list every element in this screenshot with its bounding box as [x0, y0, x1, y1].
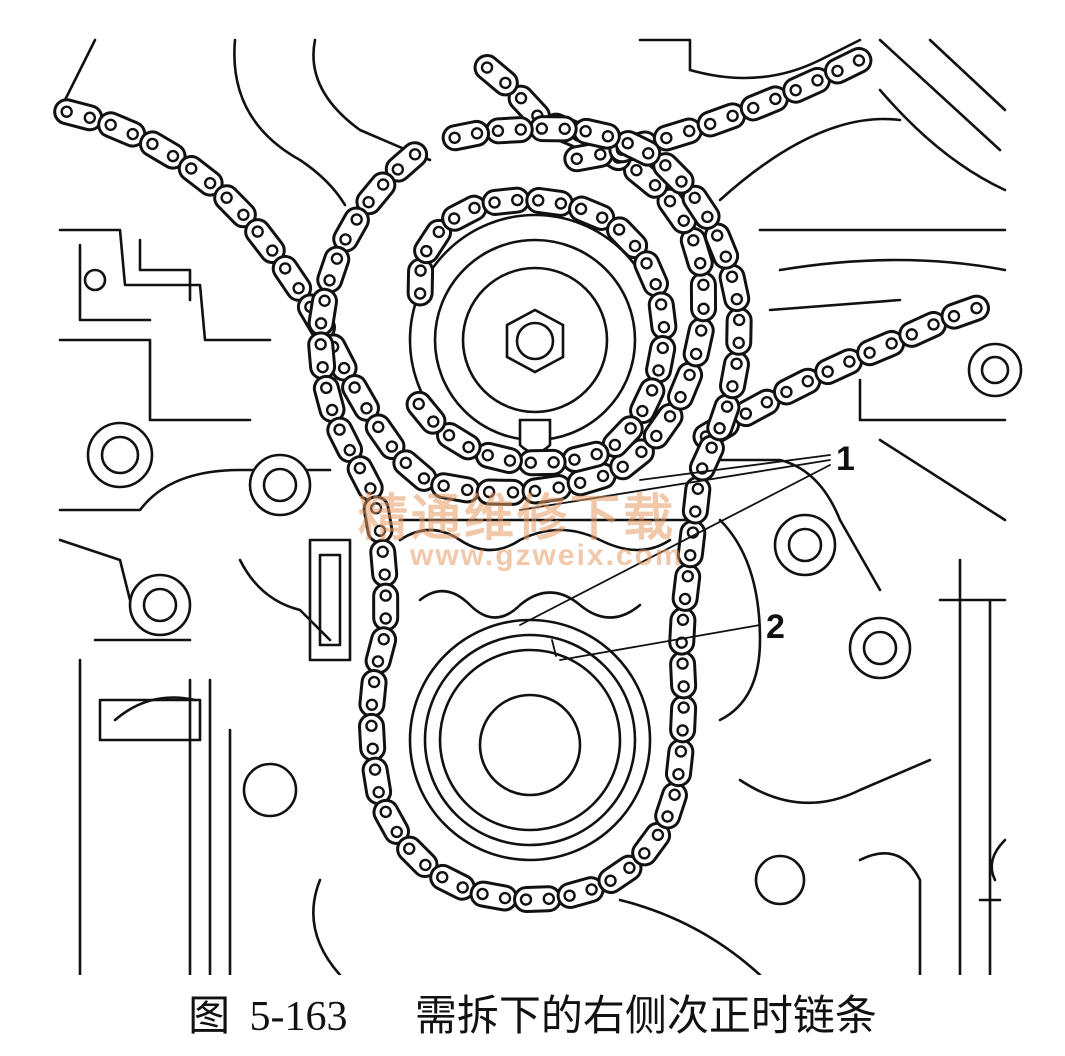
chain-guide	[398, 518, 702, 619]
chain-link	[307, 331, 337, 381]
callout-leaders	[519, 454, 831, 661]
watermark-url: www.gzweix.com	[409, 539, 684, 572]
chain-link	[689, 271, 718, 323]
chain-link	[654, 781, 688, 830]
chain-link	[706, 393, 741, 442]
chain-link	[681, 184, 721, 230]
chain-link	[668, 606, 697, 656]
timing-chains	[53, 46, 990, 914]
chain-link	[316, 245, 351, 294]
figure-caption: 图 5-163 需拆下的右侧次正时链条	[0, 982, 1065, 1043]
primary-chain-top-right	[563, 46, 873, 173]
bolt-heads	[83, 268, 1023, 906]
chain-link	[326, 416, 364, 464]
chain-link	[474, 441, 523, 475]
chain-link	[481, 186, 531, 216]
timing-chain-diagram: 1 2 精通维修下载 www.gzweix.com	[53, 38, 1023, 975]
crankshaft-sprocket	[408, 618, 652, 862]
chain-link	[473, 54, 519, 97]
chain-link	[814, 348, 863, 386]
chain-link	[513, 885, 562, 914]
chain-link	[601, 415, 644, 459]
primary-chain-right	[692, 294, 990, 451]
chain-link	[436, 422, 482, 461]
chain-link	[682, 317, 715, 368]
chain-link	[528, 115, 578, 143]
chain-link	[358, 712, 387, 762]
chain-link	[696, 102, 747, 138]
chain-link	[53, 98, 104, 132]
chain-link	[572, 117, 621, 150]
camshaft-sprocket	[408, 213, 662, 467]
chain-link	[358, 669, 388, 718]
chain-link	[681, 475, 712, 525]
chain-link	[631, 821, 672, 867]
chain-link	[664, 738, 695, 788]
chain-link	[392, 449, 438, 492]
engine-casting	[58, 38, 1007, 975]
chain-link	[823, 46, 873, 85]
primary-chain-left	[53, 54, 718, 506]
chain-link	[652, 152, 695, 195]
chain-link	[667, 361, 704, 411]
cam-sprocket-chain-wrap	[405, 186, 678, 477]
chain-link	[671, 563, 702, 612]
watermark-chinese: 精通维修下载	[358, 488, 676, 547]
callout-2: 2	[766, 608, 785, 646]
chain-link	[940, 294, 990, 330]
hex-bolt	[505, 308, 565, 374]
chain-link	[369, 538, 399, 588]
chain-link	[718, 263, 751, 313]
chain-link	[647, 291, 678, 341]
caption-text: 需拆下的右侧次正时链条	[414, 991, 877, 1040]
chain-link	[688, 434, 725, 482]
chain-link	[364, 413, 406, 461]
chain-link	[719, 350, 750, 400]
chain-link	[739, 85, 789, 122]
chain-link	[521, 474, 573, 505]
chain-link	[405, 390, 447, 435]
chain-link	[669, 650, 698, 700]
chain-link	[307, 287, 338, 337]
chain-link	[441, 119, 490, 152]
callout-1: 1	[836, 440, 855, 478]
chain-link	[732, 388, 781, 428]
chain-link	[138, 130, 187, 170]
chain-link	[525, 186, 574, 217]
chain-link	[361, 756, 393, 806]
chain-link	[568, 195, 616, 231]
secondary-timing-chain	[307, 115, 753, 914]
chain-link	[332, 206, 370, 253]
chain-link	[384, 141, 429, 183]
caption-prefix: 图	[188, 991, 231, 1040]
chain-link	[633, 250, 669, 298]
chain-link	[725, 307, 753, 356]
chain-link	[517, 448, 567, 477]
chain-link	[469, 880, 518, 912]
chain-link	[372, 582, 400, 632]
caption-number: 5-163	[249, 994, 348, 1040]
chain-link	[97, 111, 147, 148]
chain-link	[341, 374, 380, 422]
chain-link	[782, 66, 831, 104]
chain-link	[561, 440, 610, 474]
chain-link	[669, 694, 698, 744]
chain-link	[364, 626, 398, 675]
chain-link	[406, 257, 435, 307]
chain-link	[485, 116, 534, 145]
chain-link	[271, 254, 313, 302]
